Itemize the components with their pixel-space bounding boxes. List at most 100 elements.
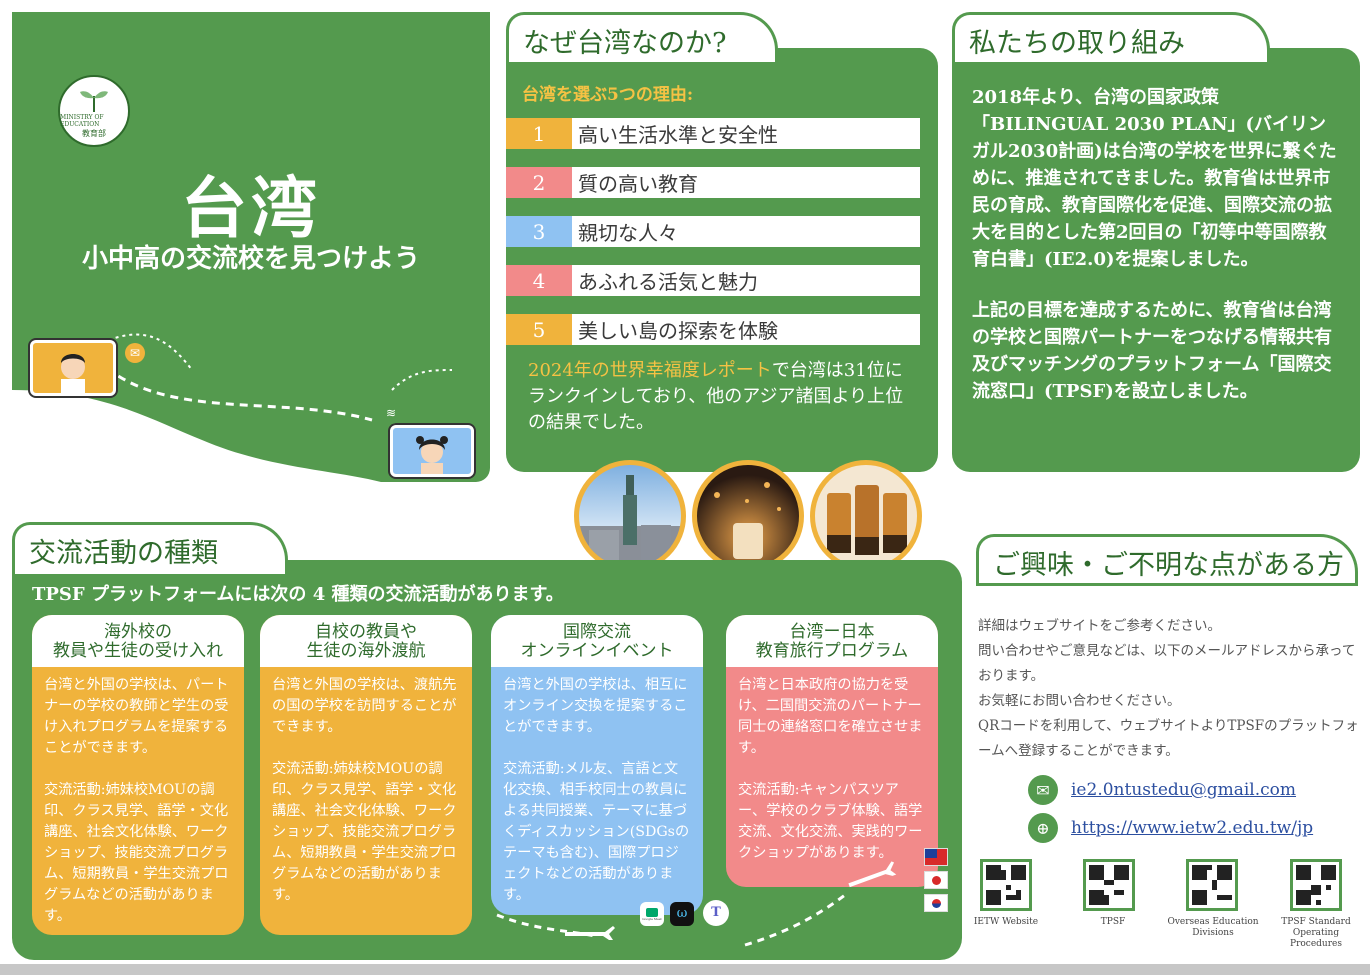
taiwan-flag-icon [924, 848, 948, 866]
card-title-line: 自校の教員や [315, 622, 417, 642]
happiness-report-highlight: 2024年の世界幸福度レポート [528, 360, 772, 381]
bubble-tea-image [827, 485, 907, 555]
activity-card-japan: 台湾ー日本教育旅行プログラム 台湾と日本政府の協力を受け、二国間交流のパートナー… [726, 615, 938, 887]
hero-title: 台湾 [181, 169, 321, 247]
card-paragraph: 交流活動:姉妹校MOUの調印、クラス見学、語学・文化講座、社会文化体験、ワークシ… [44, 782, 229, 924]
card-title-line: 教育旅行プログラム [755, 641, 909, 661]
reasons-heading: 台湾を選ぶ5つの理由: [522, 85, 694, 105]
our-effort-panel [952, 48, 1360, 472]
qr-caption: TPSF [1100, 917, 1126, 927]
activity-card-online: 国際交流オンラインイベント 台湾と外国の学校は、相互にオンライン交換を提案するこ… [491, 615, 703, 915]
activities-title: 交流活動の種類 [12, 522, 288, 574]
globe-icon: ⊕ [1028, 813, 1058, 843]
webex-icon: ω [670, 902, 694, 926]
website-row: ⊕ https://www.ietw2.edu.tw/jp [1028, 813, 1313, 843]
bubble-tea-photo [810, 460, 922, 572]
japan-flag-icon [924, 871, 948, 889]
card-body: 台湾と日本政府の協力を受け、二国間交流のパートナー同士の連絡窓口を確立させます。… [726, 667, 938, 887]
card-paragraph: 台湾と外国の学校は、渡航先の国の学校を訪問することができます。 [272, 677, 457, 735]
reason-item: 1 高い生活水準と安全性 [506, 118, 920, 149]
reason-item: 4 あふれる活気と魅力 [506, 265, 920, 296]
reason-number: 1 [506, 118, 572, 149]
happiness-report-note: 2024年の世界幸福度レポートで台湾は31位にランクインしており、他のアジア諸国… [528, 358, 918, 436]
qr-code-overseas[interactable] [1186, 859, 1238, 911]
card-title: 台湾ー日本教育旅行プログラム [726, 615, 938, 667]
card-title-line: 台湾ー日本 [789, 622, 875, 642]
airplane-icon [565, 926, 615, 940]
email-row: ✉ ie2.0ntustedu@gmail.com [1028, 775, 1296, 805]
card-title-line: 海外校の [104, 622, 172, 642]
hero-subtitle: 小中高の交流校を見つけよう [81, 244, 420, 274]
email-link[interactable]: ie2.0ntustedu@gmail.com [1071, 780, 1297, 800]
video-call-illustration-girl [390, 425, 474, 477]
qr-caption: Overseas Education Divisions [1167, 917, 1259, 938]
qr-caption: TPSF Standard Operating Procedures [1281, 917, 1351, 949]
reason-text: あふれる活気と魅力 [578, 270, 758, 294]
activity-card-outbound: 自校の教員や生徒の海外渡航 台湾と外国の学校は、渡航先の国の学校を訪問することが… [260, 615, 472, 935]
taipei-101-photo [574, 460, 686, 572]
girl-avatar-icon [416, 436, 448, 474]
video-call-illustration-boy [30, 340, 116, 396]
card-body: 台湾と外国の学校は、パートナーの学校の教師と学生の受け入れプログラムを提案するこ… [32, 667, 244, 935]
contact-text: 詳細はウェブサイトをご参考ください。 問い合わせやご意見などは、以下のメールアド… [978, 614, 1360, 764]
reason-number: 5 [506, 314, 572, 345]
taipei-101-image [589, 475, 671, 560]
card-title: 海外校の教員や生徒の受け入れ [32, 615, 244, 667]
card-paragraph: 台湾と日本政府の協力を受け、二国間交流のパートナー同士の連絡窓口を確立させます。 [738, 677, 923, 756]
qr-pattern [1296, 865, 1336, 905]
qr-pattern [1089, 865, 1129, 905]
qr-code-ietw[interactable] [980, 859, 1032, 911]
card-paragraph: 交流活動:姉妹校MOUの調印、クラス見学、語学・文化講座、社会文化体験、ワークシ… [272, 761, 457, 903]
website-link[interactable]: https://www.ietw2.edu.tw/jp [1071, 818, 1314, 838]
flight-path-decoration [496, 861, 897, 947]
contact-line: 問い合わせやご意見などは、以下のメールアドレスから承っております。 [978, 643, 1356, 684]
reason-number: 3 [506, 216, 572, 247]
reason-text: 高い生活水準と安全性 [578, 123, 778, 147]
effort-paragraph: 2018年より、台湾の国家政策「BILINGUAL 2030 PLAN」(バイリ… [972, 87, 1337, 270]
card-title: 自校の教員や生徒の海外渡航 [260, 615, 472, 667]
qr-pattern [1192, 865, 1232, 905]
qr-pattern [986, 865, 1026, 905]
ministry-logo-sub: 教育部 [82, 128, 106, 138]
happiness-report-text: で台湾は31位にランクインしており、他のアジア諸国より上位の結果でした。 [528, 360, 904, 433]
card-paragraph: 交流活動:キャンパスツアー、学校のクラブ体験、語学交流、文化交流、実践的ワークシ… [738, 782, 923, 861]
reason-number: 2 [506, 167, 572, 198]
reason-item: 2 質の高い教育 [506, 167, 920, 198]
qr-caption: IETW Website [973, 917, 1039, 927]
boy-avatar-icon [61, 354, 85, 393]
korea-flag-icon [924, 894, 948, 912]
reason-number: 4 [506, 265, 572, 296]
sky-lantern-photo [692, 460, 804, 572]
qr-code-sop[interactable] [1290, 859, 1342, 911]
card-paragraph: 交流活動:メル友、言語と文化交換、相手校同士の教員による共同授業、テーマに基づく… [503, 761, 690, 903]
reason-item: 3 親切な人々 [506, 216, 920, 247]
contact-line: お気軽にお問い合わせください。 [978, 693, 1181, 709]
ministry-logo-text: MINISTRY OF EDUCATION [60, 113, 104, 128]
reason-text: 質の高い教育 [578, 172, 698, 196]
reason-text: 美しい島の探索を体験 [578, 319, 778, 343]
reason-text: 親切な人々 [578, 221, 678, 245]
bottom-bar [0, 964, 1370, 975]
google-meet-label: Google Meet [642, 916, 662, 921]
google-meet-icon: Google Meet [640, 902, 664, 926]
card-paragraph: 台湾と外国の学校は、パートナーの学校の教師と学生の受け入れプログラムを提案するこ… [44, 677, 229, 756]
ministry-logo: MINISTRY OF EDUCATION 教育部 [58, 75, 130, 147]
wifi-icon: ≋ [380, 402, 402, 424]
contact-line: QRコードを利用して、ウェブサイトよりTPSFのプラットフォームへ登録することが… [978, 718, 1359, 759]
contact-divider [976, 583, 1358, 586]
activities-intro: TPSF プラットフォームには次の 4 種類の交流活動があります。 [32, 584, 564, 605]
activity-card-inbound: 海外校の教員や生徒の受け入れ 台湾と外国の学校は、パートナーの学校の教師と学生の… [32, 615, 244, 935]
our-effort-title: 私たちの取り組み [952, 12, 1270, 62]
card-title: 国際交流オンラインイベント [491, 615, 703, 667]
card-body: 台湾と外国の学校は、相互にオンライン交換を提案することができます。交流活動:メル… [491, 667, 703, 915]
mail-icon: ✉ [125, 343, 145, 363]
reason-item: 5 美しい島の探索を体験 [506, 314, 920, 345]
sky-lantern-image [714, 482, 781, 559]
qr-code-tpsf[interactable] [1083, 859, 1135, 911]
card-title-line: 生徒の海外渡航 [306, 641, 426, 661]
why-taiwan-title: なぜ台湾なのか? [506, 12, 778, 62]
airplane-icon [848, 861, 897, 888]
card-body: 台湾と外国の学校は、渡航先の国の学校を訪問することができます。交流活動:姉妹校M… [260, 667, 472, 935]
card-title-line: オンラインイベント [520, 641, 674, 661]
card-title-line: 教員や生徒の受け入れ [53, 641, 223, 661]
